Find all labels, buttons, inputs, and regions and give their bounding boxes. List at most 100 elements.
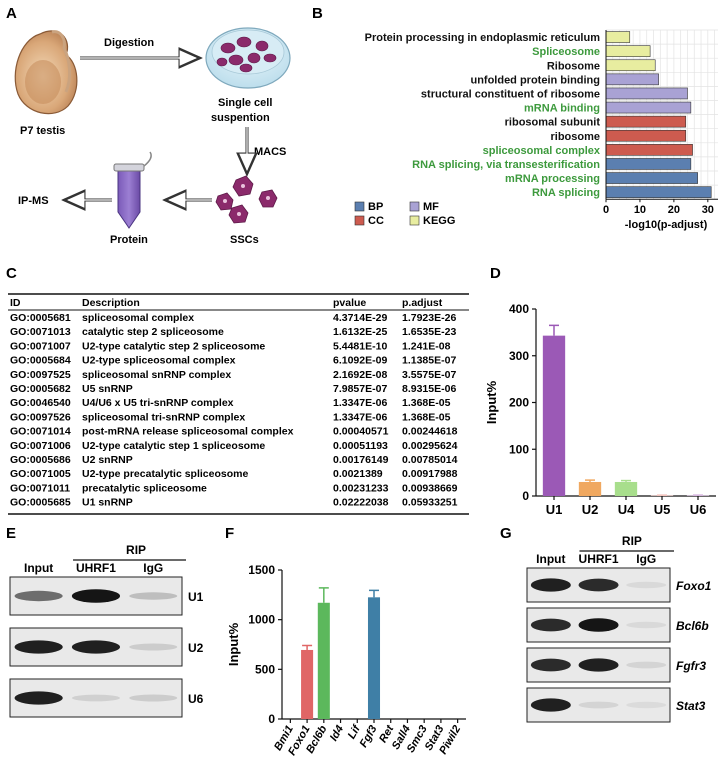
bar-u1 bbox=[542, 335, 566, 496]
y-tick-label: 1500 bbox=[248, 563, 275, 577]
table-cell: post-mRNA release spliceosomal complex bbox=[82, 426, 294, 438]
x-tick-label: U6 bbox=[690, 502, 707, 517]
table-cell: GO:0071011 bbox=[10, 482, 70, 494]
table-cell: GO:0071006 bbox=[10, 440, 71, 452]
category-label: Protein processing in endoplasmic reticu… bbox=[365, 32, 601, 44]
y-axis-title: Input% bbox=[226, 622, 241, 666]
lane-label-uhrf1: UHRF1 bbox=[76, 561, 116, 575]
bar-cc bbox=[605, 115, 687, 128]
bar-kegg bbox=[605, 31, 631, 43]
table-cell: 0.00917988 bbox=[402, 468, 458, 480]
table-cell: GO:0005681 bbox=[10, 312, 71, 324]
bar-mf bbox=[605, 87, 688, 100]
table-cell: GO:0005685 bbox=[10, 497, 71, 509]
x-tick-label: 10 bbox=[634, 204, 646, 216]
bar-foxo1 bbox=[301, 649, 314, 719]
table-cell: 0.0021389 bbox=[333, 468, 383, 480]
y-tick-label: 400 bbox=[509, 302, 529, 316]
x-axis-title: -log10(p-adjust) bbox=[625, 219, 708, 231]
row-label-foxo1: Foxo1 bbox=[676, 579, 712, 593]
gel-band bbox=[626, 661, 667, 669]
row-label-stat3: Stat3 bbox=[676, 699, 706, 713]
table-cell: U5 snRNP bbox=[82, 383, 133, 395]
table-cell: 0.00040571 bbox=[333, 426, 389, 438]
y-tick-label: 100 bbox=[509, 442, 529, 456]
digestion-label: Digestion bbox=[104, 37, 154, 49]
legend-swatch-cc bbox=[354, 215, 365, 226]
bar-kegg bbox=[605, 45, 651, 57]
table-cell: 4.3714E-29 bbox=[333, 312, 387, 324]
row-label-fgfr3: Fgfr3 bbox=[676, 659, 706, 673]
gel-band bbox=[129, 694, 178, 702]
table-cell: 0.00244618 bbox=[402, 426, 458, 438]
legend-swatch-bp bbox=[354, 201, 365, 212]
lane-label-input: Input bbox=[536, 552, 565, 566]
table-cell: 1.6132E-25 bbox=[333, 326, 387, 338]
gel-blot-u2 bbox=[9, 627, 183, 667]
legend-swatch-mf bbox=[409, 201, 420, 212]
table-cell: spliceosomal tri-snRNP complex bbox=[82, 411, 245, 423]
table-header: pvalue bbox=[333, 297, 366, 309]
table-cell: 5.4481E-10 bbox=[333, 340, 387, 352]
gel-blot-fgfr3 bbox=[526, 647, 671, 683]
y-tick-label: 300 bbox=[509, 349, 529, 363]
y-tick-label: 0 bbox=[522, 489, 529, 503]
table-cell: U2-type catalytic step 2 spliceosome bbox=[82, 340, 265, 352]
table-cell: 1.1385E-07 bbox=[402, 355, 456, 367]
x-tick-label: U4 bbox=[618, 502, 635, 517]
category-label: ribosome bbox=[550, 131, 600, 143]
table-header: Description bbox=[82, 297, 140, 309]
table-cell: 0.00231233 bbox=[333, 482, 389, 494]
x-tick-label: 0 bbox=[603, 204, 609, 216]
table-cell: 0.00176149 bbox=[333, 454, 389, 466]
table-cell: GO:0071014 bbox=[10, 426, 71, 438]
bar-cc bbox=[605, 129, 687, 142]
table-cell: 1.3347E-06 bbox=[333, 397, 387, 409]
category-label: mRNA binding bbox=[524, 103, 600, 115]
table-cell: GO:0097525 bbox=[10, 369, 71, 381]
table-cell: U2-type precatalytic spliceosome bbox=[82, 468, 248, 480]
gel-blot-u6 bbox=[9, 678, 183, 718]
p7-testis-label: P7 testis bbox=[20, 125, 65, 137]
gel-band bbox=[578, 701, 619, 709]
table-cell: U4/U6 x U5 tri-snRNP complex bbox=[82, 397, 234, 409]
table-cell: GO:0005682 bbox=[10, 383, 71, 395]
row-label-bcl6b: Bcl6b bbox=[676, 619, 709, 633]
x-tick-label: Fgf3 bbox=[358, 724, 380, 750]
petri-dish-illustration bbox=[205, 27, 291, 89]
table-cell: 1.368E-05 bbox=[402, 411, 451, 423]
panel-label-b: B bbox=[312, 5, 323, 22]
category-label: unfolded protein binding bbox=[470, 74, 600, 86]
y-tick-label: 500 bbox=[255, 662, 275, 676]
table-cell: U2 snRNP bbox=[82, 454, 133, 466]
macs-label: MACS bbox=[254, 146, 286, 158]
gel-band bbox=[129, 643, 178, 651]
gel-band bbox=[530, 618, 571, 632]
x-tick-label: U2 bbox=[582, 502, 599, 517]
lane-label-uhrf1: UHRF1 bbox=[579, 552, 619, 566]
gel-blot-u1 bbox=[9, 576, 183, 616]
table-cell: 1.368E-05 bbox=[402, 397, 451, 409]
table-cell: 0.00295624 bbox=[402, 440, 458, 452]
row-label-u6: U6 bbox=[188, 692, 204, 706]
table-cell: U2-type spliceosomal complex bbox=[82, 355, 236, 367]
lane-label-input: Input bbox=[24, 561, 53, 575]
testis-illustration bbox=[14, 30, 78, 115]
table-cell: catalytic step 2 spliceosome bbox=[82, 326, 224, 338]
bar-kegg bbox=[605, 59, 656, 72]
panel-b-go-enrichment-chart: Protein processing in endoplasmic reticu… bbox=[365, 29, 718, 231]
category-label: RNA splicing, via transesterification bbox=[412, 159, 600, 171]
table-cell: 1.3347E-06 bbox=[333, 411, 387, 423]
x-tick-label: 30 bbox=[702, 204, 714, 216]
